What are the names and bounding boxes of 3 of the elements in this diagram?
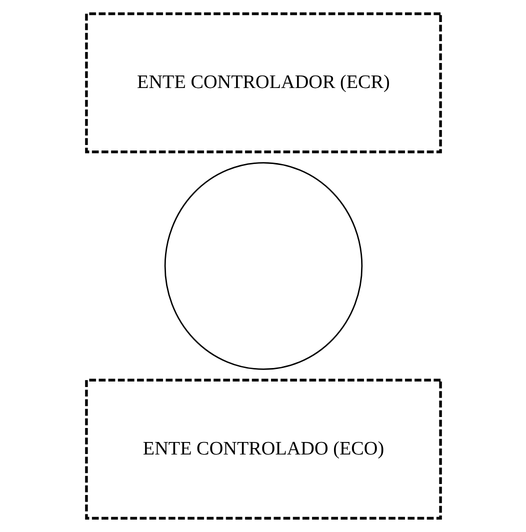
node-box: ENTE CONTROLADOR (ECR) <box>84 12 442 154</box>
node-box: ENTE CONTROLADO (ECO) <box>84 378 442 520</box>
node-circle <box>164 162 362 370</box>
